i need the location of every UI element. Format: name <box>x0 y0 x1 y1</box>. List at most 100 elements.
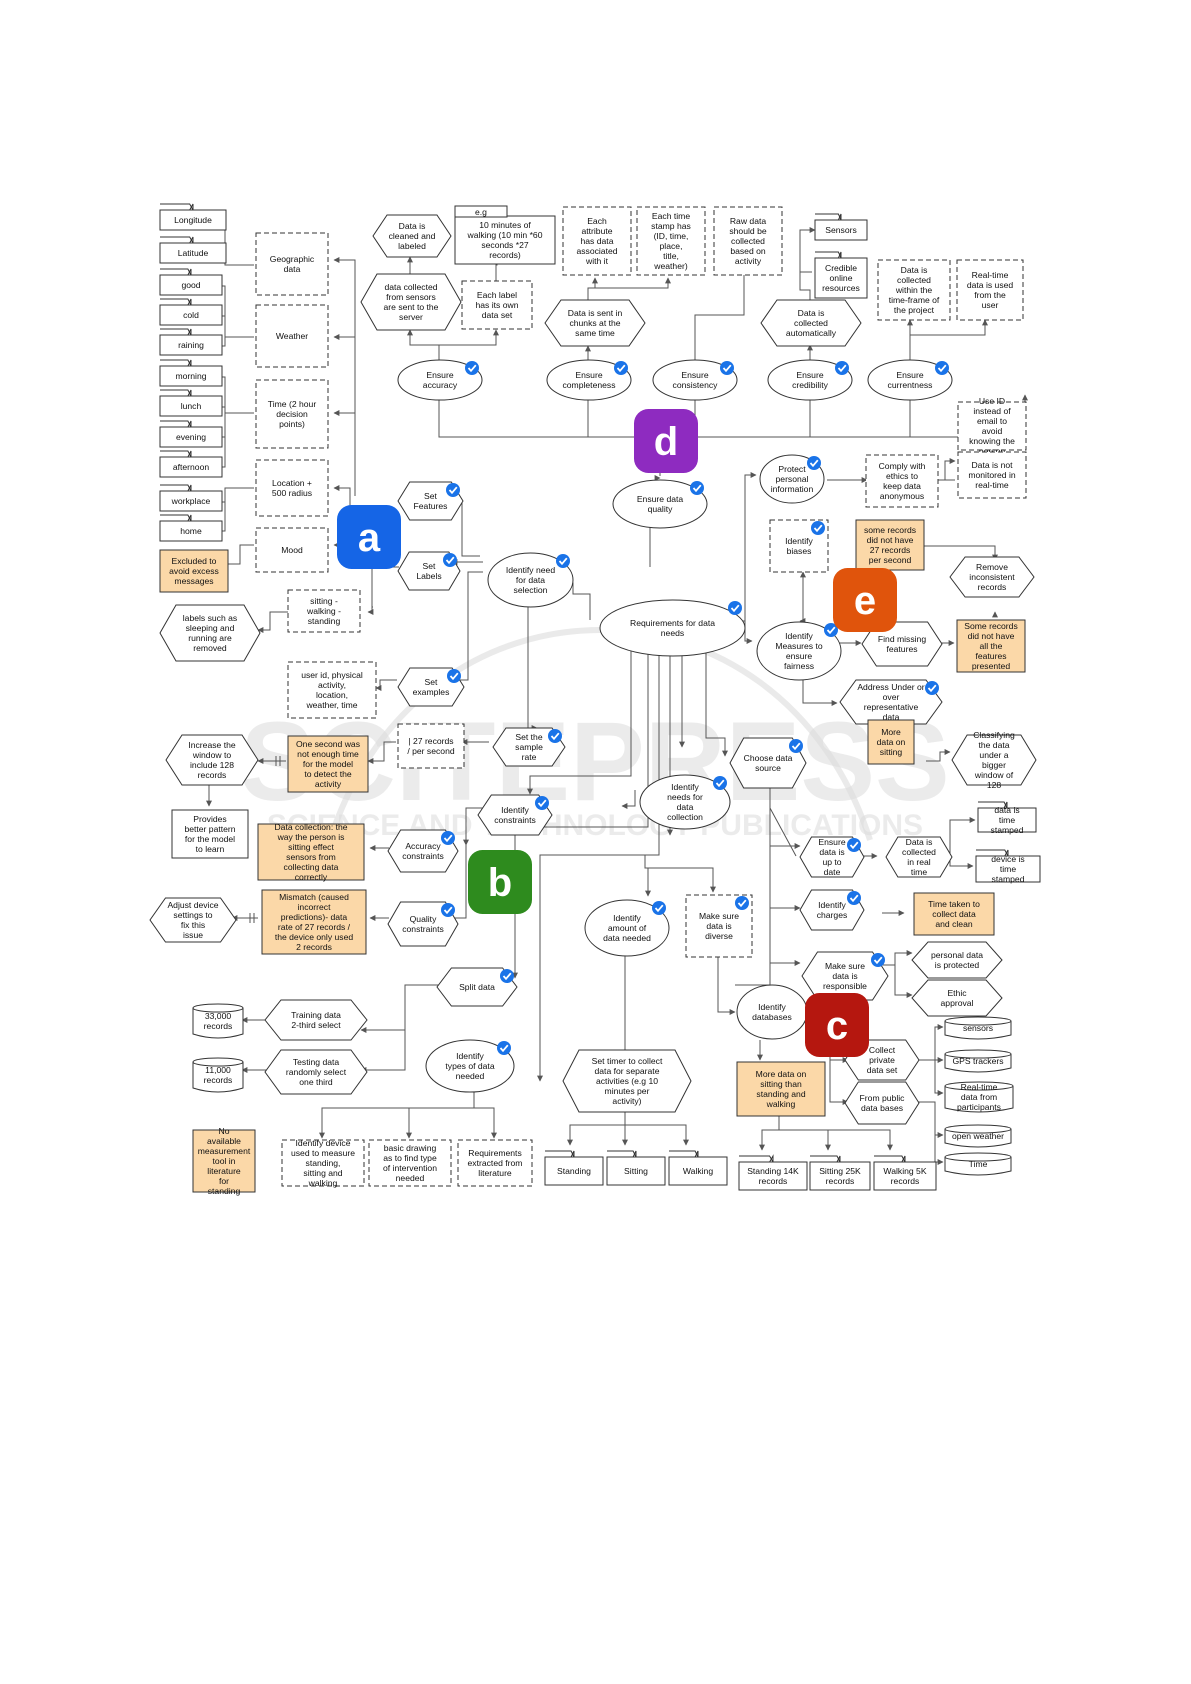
label-workplace: workplace <box>171 496 211 506</box>
check-icon <box>447 669 461 683</box>
node-records_per_second: | 27 records/ per second <box>397 723 465 769</box>
badge-b: b <box>468 850 532 914</box>
check-icon <box>871 953 885 967</box>
node-standing: Standing <box>544 1150 604 1186</box>
node-longitude: Longitude <box>159 203 227 231</box>
check-icon <box>720 361 734 375</box>
badge-c: c <box>805 993 869 1057</box>
check-icon <box>443 553 457 567</box>
label-weather: Weather <box>276 331 308 341</box>
node-gps: GPS trackers <box>944 1049 1012 1073</box>
check-icon <box>652 901 666 915</box>
check-icon <box>847 838 861 852</box>
label-db_time: Time <box>969 1159 988 1169</box>
node-evening: evening <box>159 420 223 448</box>
check-icon <box>789 739 803 753</box>
check-icon <box>713 776 727 790</box>
badge-d: d <box>634 409 698 473</box>
badge-label-e: e <box>854 579 876 623</box>
node-lunch: lunch <box>159 389 223 417</box>
label-sensors_folder: Sensors <box>825 225 857 235</box>
badge-e: e <box>833 568 897 632</box>
badge-label-b: b <box>488 861 512 905</box>
connectors <box>205 223 1028 1165</box>
label-afternoon: afternoon <box>173 462 210 472</box>
label-db_sensors: sensors <box>963 1023 993 1033</box>
check-icon <box>728 601 742 615</box>
label-split_data: Split data <box>459 982 495 992</box>
label-latitude: Latitude <box>178 248 209 258</box>
node-eg-tab: e.g <box>454 205 508 218</box>
badge-label-c: c <box>826 1004 848 1048</box>
check-icon <box>446 483 460 497</box>
check-icon <box>497 1041 511 1055</box>
check-icon <box>935 361 949 375</box>
